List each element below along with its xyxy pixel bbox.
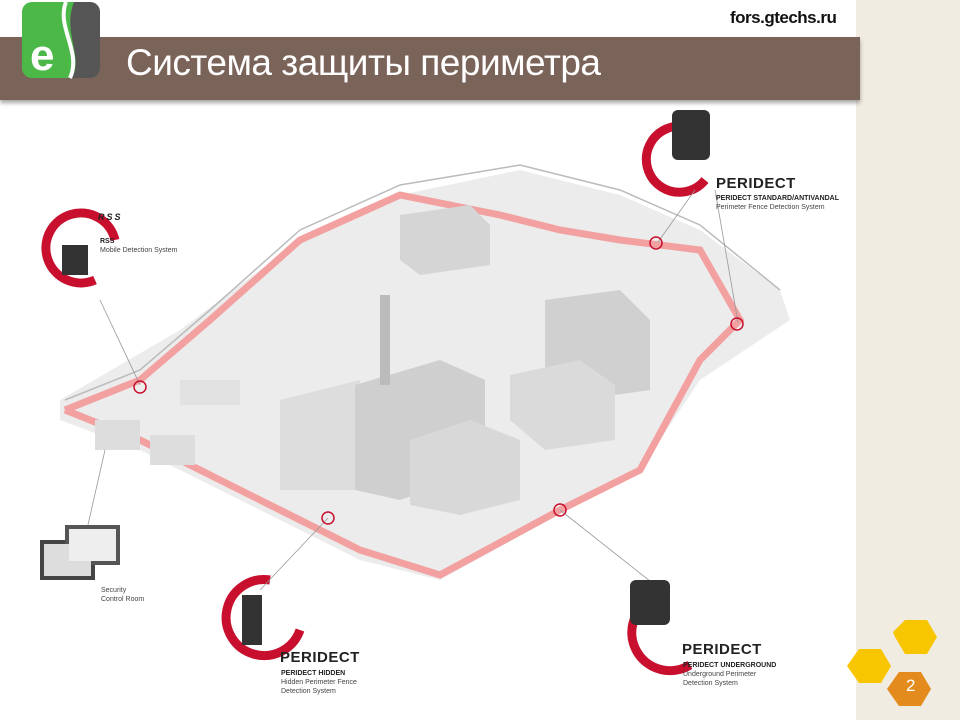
product-name: PERIDECT STANDARD/ANTIVANDAL (716, 195, 840, 202)
product-label-standard: PERIDECT STANDARD/ANTIVANDAL Perimeter F… (716, 194, 839, 212)
product-name: PERIDECT UNDERGROUND (683, 662, 777, 669)
peridect-logo: PERIDECT (682, 641, 762, 658)
label-line: Control Room (101, 596, 145, 603)
logo: e (22, 2, 100, 80)
product-name: PERIDECT HIDDEN (281, 670, 346, 677)
side-strip (856, 0, 960, 720)
product-label-hidden: PERIDECT HIDDEN Hidden Perimeter Fence D… (281, 669, 357, 696)
control-room-label: Security Control Room (101, 586, 144, 604)
product-desc: Detection System (683, 680, 738, 687)
label-line: Security (101, 587, 127, 594)
peridect-logo: PERIDECT (280, 649, 360, 666)
product-label-rss: RSS Mobile Detection System (100, 237, 177, 255)
buildings (95, 205, 650, 515)
product-desc: Perimeter Fence Detection System (716, 204, 825, 211)
product-desc: Underground Perimeter (683, 671, 757, 678)
callout-markers (133, 236, 744, 525)
fence-line (63, 191, 745, 579)
product-desc: Mobile Detection System (100, 247, 178, 254)
page-title: Система защиты периметра (126, 42, 601, 83)
svg-text:e: e (30, 31, 54, 80)
rss-device (62, 245, 88, 275)
perimeter-illustration (40, 110, 790, 676)
site-url[interactable]: fors.gtechs.ru (730, 8, 837, 27)
hexagon-decoration (847, 620, 937, 706)
page-number: 2 (906, 676, 916, 695)
peridect-hidden-sensor (242, 595, 262, 645)
peridect-standard-sensor (672, 110, 710, 160)
product-label-underground: PERIDECT UNDERGROUND Underground Perimet… (683, 661, 776, 688)
header-band (0, 37, 860, 100)
product-desc: Hidden Perimeter Fence (281, 679, 357, 686)
product-name: RSS (100, 238, 115, 245)
control-room-monitors (40, 525, 120, 580)
rss-logo: RSS (98, 212, 123, 222)
product-desc: Detection System (281, 688, 336, 695)
peridect-underground-sensor (630, 580, 670, 625)
peridect-logo: PERIDECT (716, 175, 796, 192)
